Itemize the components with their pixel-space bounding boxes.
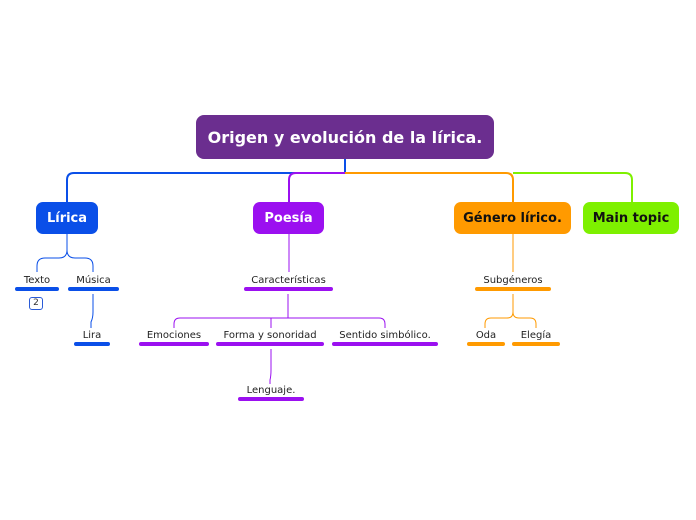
- connector-musica: [66, 249, 94, 272]
- topic-main-topic-label: Main topic: [592, 210, 670, 226]
- connector-poesia: [288, 172, 345, 202]
- subtopic-lira[interactable]: Lira: [74, 330, 110, 346]
- notes-count-badge[interactable]: 2: [29, 297, 43, 310]
- topic-genero-lirico-label: Género lírico.: [463, 210, 562, 226]
- topic-main-topic[interactable]: Main topic: [583, 202, 679, 234]
- subtopic-underline: [244, 287, 333, 291]
- connector-sentido: [288, 317, 386, 328]
- subtopic-subgeneros[interactable]: Subgéneros: [475, 275, 551, 291]
- subtopic-lenguaje[interactable]: Lenguaje.: [238, 385, 304, 401]
- subtopic-subgeneros-label: Subgéneros: [483, 275, 543, 286]
- subtopic-underline: [332, 342, 438, 346]
- subtopic-lira-label: Lira: [82, 330, 102, 341]
- connector-lirica: [66, 159, 346, 202]
- subtopic-elegia-label: Elegía: [520, 330, 552, 341]
- subtopic-underline: [216, 342, 324, 346]
- subtopic-underline: [68, 287, 119, 291]
- subtopic-emociones[interactable]: Emociones: [139, 330, 209, 346]
- subtopic-underline: [512, 342, 560, 346]
- subtopic-caracteristicas-label: Características: [251, 275, 326, 286]
- subtopic-texto[interactable]: Texto: [15, 275, 59, 291]
- subtopic-underline: [139, 342, 209, 346]
- topic-lirica[interactable]: Lírica: [36, 202, 98, 234]
- subtopic-caracteristicas[interactable]: Características: [244, 275, 333, 291]
- subtopic-oda-label: Oda: [475, 330, 497, 341]
- topic-poesia-label: Poesía: [264, 210, 313, 226]
- subtopic-sentido-simbolico-label: Sentido simbólico.: [339, 330, 431, 341]
- central-topic-label: Origen y evolución de la lírica.: [207, 127, 483, 147]
- subtopic-underline: [467, 342, 505, 346]
- topic-genero-lirico[interactable]: Género lírico.: [454, 202, 571, 234]
- connector-emociones: [173, 294, 289, 328]
- subtopic-forma-sonoridad-label: Forma y sonoridad: [223, 330, 317, 341]
- connector-main-topic: [513, 172, 633, 202]
- subtopic-forma-sonoridad[interactable]: Forma y sonoridad: [216, 330, 324, 346]
- subtopic-underline: [475, 287, 551, 291]
- subtopic-oda[interactable]: Oda: [467, 330, 505, 346]
- connector-lira: [90, 294, 94, 328]
- connector-oda: [484, 294, 514, 328]
- connector-elegia: [512, 311, 537, 328]
- subtopic-emociones-label: Emociones: [146, 330, 202, 341]
- connector-lenguaje: [269, 349, 272, 384]
- connector-genero: [345, 172, 514, 202]
- subtopic-musica-label: Música: [76, 275, 111, 286]
- subtopic-musica[interactable]: Música: [68, 275, 119, 291]
- subtopic-lenguaje-label: Lenguaje.: [246, 385, 296, 396]
- subtopic-underline: [74, 342, 110, 346]
- central-topic[interactable]: Origen y evolución de la lírica.: [196, 115, 494, 159]
- subtopic-underline: [238, 397, 304, 401]
- topic-lirica-label: Lírica: [46, 210, 88, 226]
- subtopic-elegia[interactable]: Elegía: [512, 330, 560, 346]
- subtopic-sentido-simbolico[interactable]: Sentido simbólico.: [332, 330, 438, 346]
- subtopic-texto-label: Texto: [23, 275, 51, 286]
- topic-poesia[interactable]: Poesía: [253, 202, 324, 234]
- subtopic-underline: [15, 287, 59, 291]
- connector-texto: [36, 234, 68, 272]
